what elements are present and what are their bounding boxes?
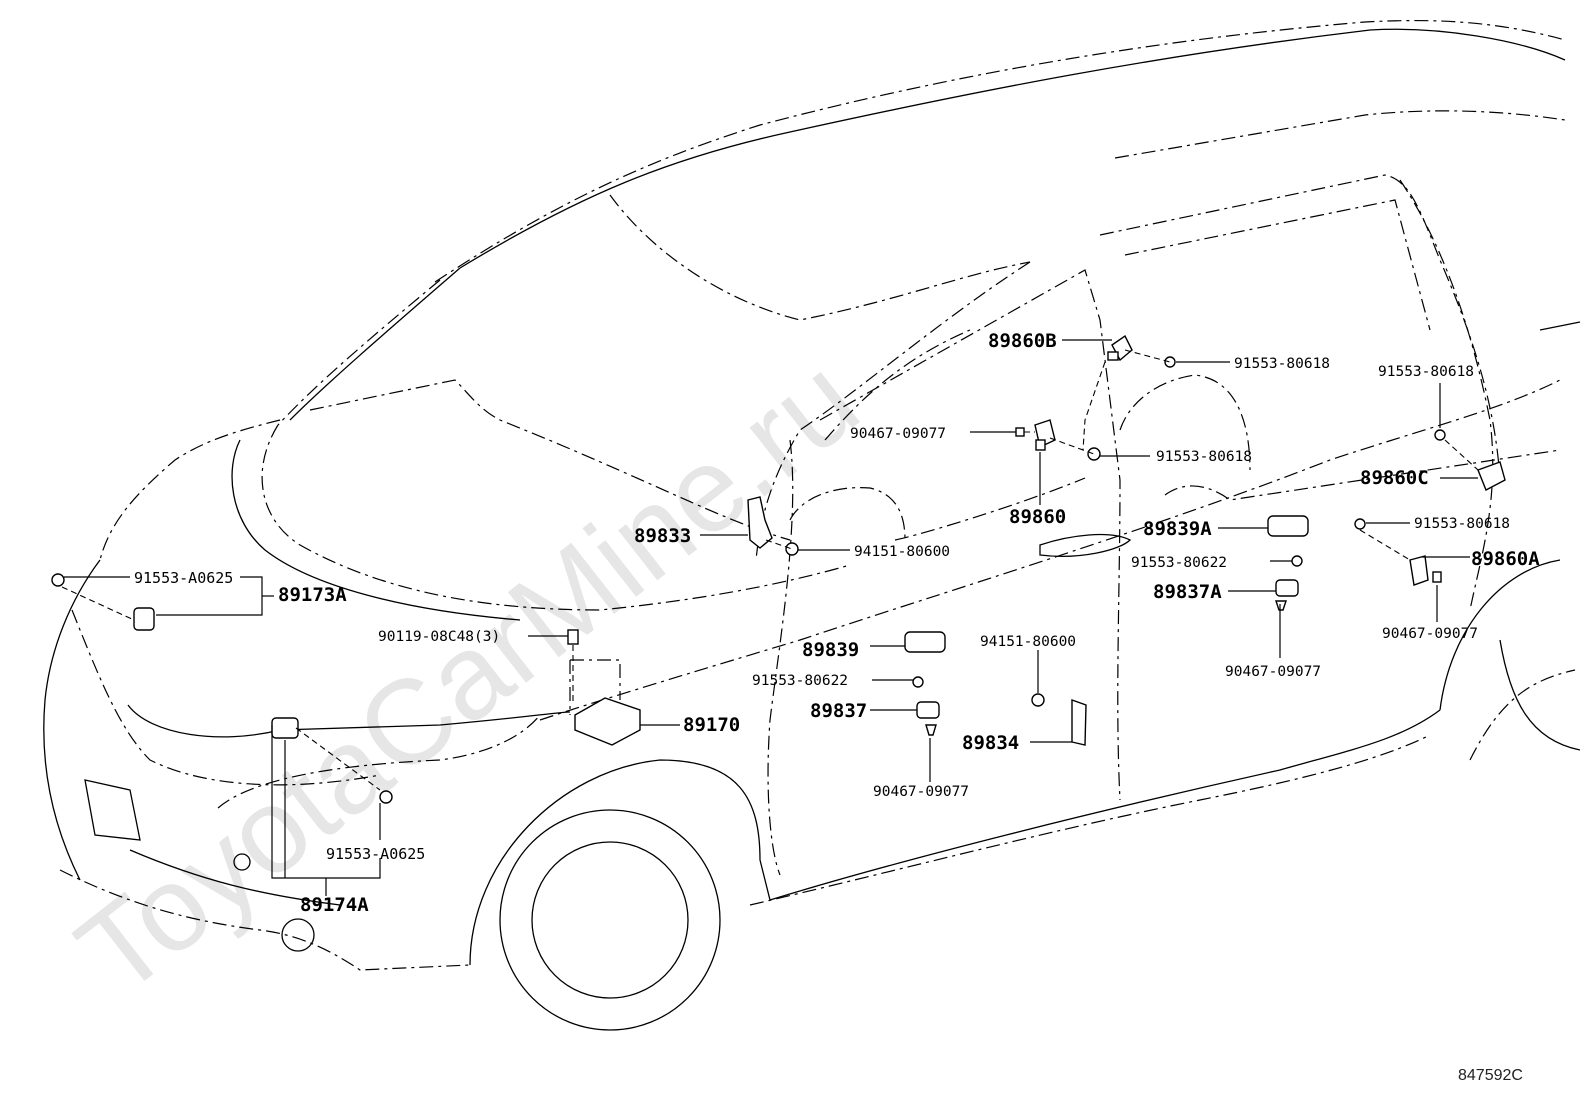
label-89837A: 89837A — [1153, 581, 1222, 603]
bolt-icon — [379, 790, 393, 804]
bolt-icon — [1291, 555, 1303, 567]
sensor-89834-icon — [1071, 699, 1087, 746]
sensor-89860B-icon — [1107, 334, 1133, 362]
label-89837: 89837 — [810, 700, 867, 722]
label-89173A: 89173A — [278, 584, 347, 606]
clip-icon — [925, 724, 937, 736]
label-94151-80600-a: 94151-80600 — [854, 544, 950, 560]
label-90467-09077-rear: 90467-09077 — [1382, 626, 1478, 642]
label-89860C: 89860C — [1360, 467, 1429, 489]
bolt-icon — [1434, 429, 1446, 441]
part-labels: 89860B 91553-80618 91553-80618 90467-090… — [134, 330, 1540, 916]
label-89860: 89860 — [1009, 506, 1066, 528]
label-91553-80622-b: 91553-80622 — [752, 673, 848, 689]
connector-89837A-icon — [1275, 579, 1299, 597]
bolt-icon — [51, 573, 65, 587]
label-91553-80618-top: 91553-80618 — [1234, 356, 1330, 372]
label-91553-80622-a: 91553-80622 — [1131, 555, 1227, 571]
label-91553-A0625-a: 91553-A0625 — [134, 569, 233, 587]
parts — [51, 334, 1506, 804]
label-91553-A0625-b: 91553-A0625 — [326, 845, 425, 863]
nut-icon — [785, 542, 799, 556]
label-89860A: 89860A — [1471, 548, 1540, 570]
sensor-89860-icon — [1034, 419, 1056, 451]
ecu-89170-icon — [569, 659, 641, 746]
leader-lines — [61, 339, 1479, 896]
label-89860B: 89860B — [988, 330, 1057, 352]
bolt-icon — [1354, 518, 1366, 530]
connector-89837-icon — [916, 701, 940, 719]
label-91553-80618-mid: 91553-80618 — [1156, 449, 1252, 465]
bolt-icon — [1087, 447, 1101, 461]
module-89839-icon — [904, 631, 946, 653]
label-90467-09077-mid: 90467-09077 — [1225, 664, 1321, 680]
label-89174A: 89174A — [300, 894, 369, 916]
label-89839A: 89839A — [1143, 518, 1212, 540]
clip-icon — [1275, 600, 1287, 611]
label-94151-80600-b: 94151-80600 — [980, 634, 1076, 650]
module-89839A-icon — [1267, 515, 1309, 537]
bolt-icon — [912, 676, 924, 688]
label-91553-80618-rear: 91553-80618 — [1378, 364, 1474, 380]
bolt-icon — [1164, 356, 1176, 368]
label-91553-80618-low: 91553-80618 — [1414, 516, 1510, 532]
sensor-89860C-icon — [1477, 461, 1506, 491]
sensor-89174A-icon — [271, 717, 299, 739]
label-90467-09077-low: 90467-09077 — [873, 784, 969, 800]
sensor-89833-icon — [747, 496, 773, 549]
label-89834: 89834 — [962, 732, 1019, 754]
sensor-89173A-icon — [133, 607, 155, 631]
clip-icon — [1015, 427, 1025, 437]
label-90467-09077-door: 90467-09077 — [850, 426, 946, 442]
bolt-icon — [567, 629, 579, 645]
figure-reference: 847592C — [1458, 1067, 1523, 1084]
sensor-89860A-icon — [1409, 555, 1442, 586]
label-89170: 89170 — [683, 714, 740, 736]
nut-icon — [1031, 693, 1045, 707]
label-89833: 89833 — [634, 525, 691, 547]
label-89839: 89839 — [802, 639, 859, 661]
label-90119-08C48: 90119-08C48(3) — [378, 629, 500, 645]
